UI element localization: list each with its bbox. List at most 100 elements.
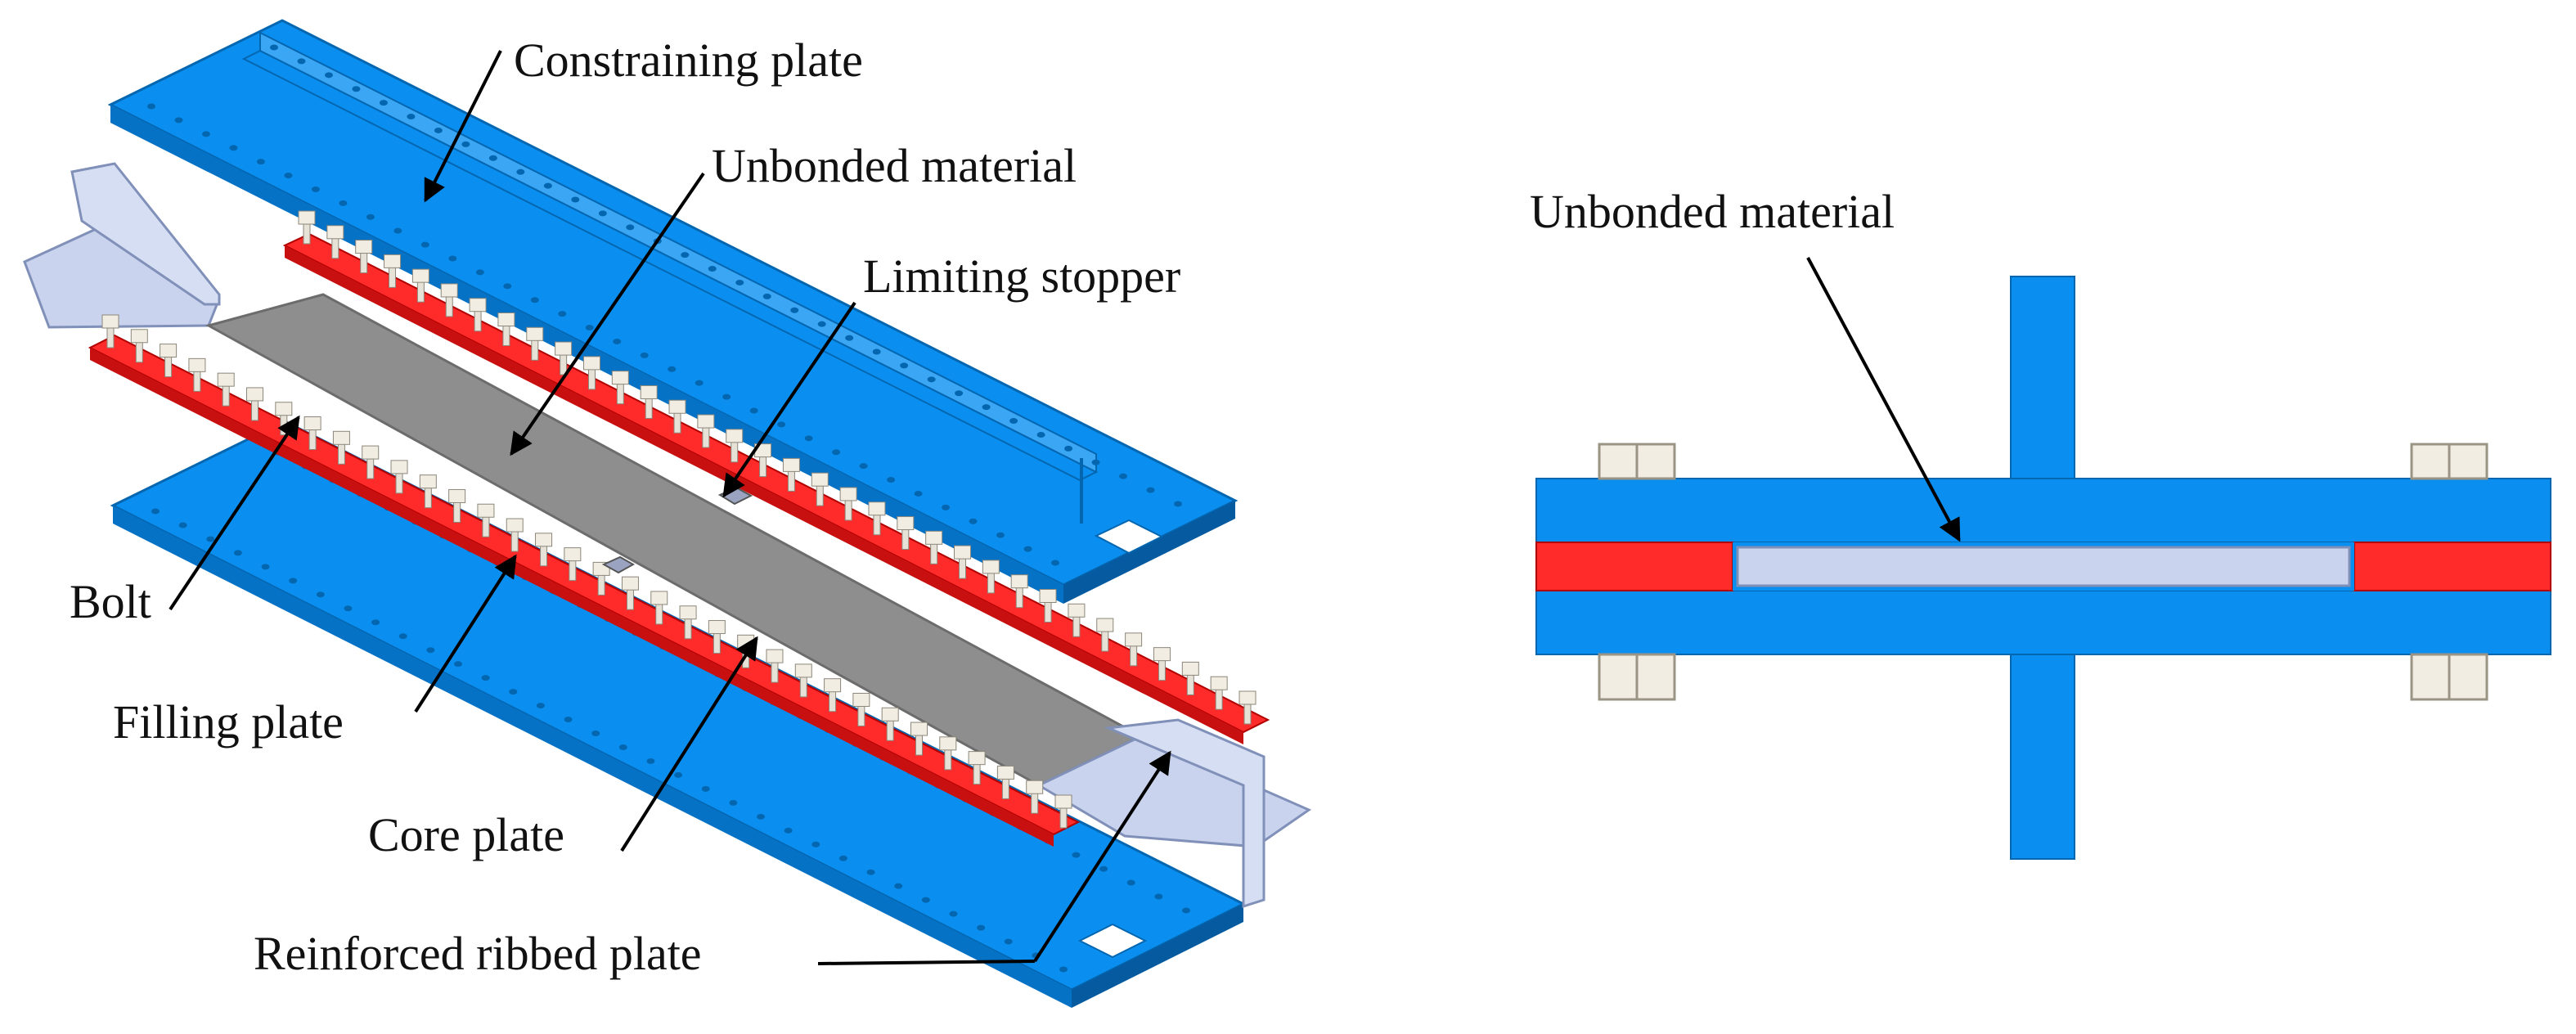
bolt-head	[611, 371, 629, 385]
bolt-shaft	[771, 660, 779, 683]
bolt-shaft	[453, 500, 461, 523]
bolt-hole	[407, 114, 416, 120]
constraining-plate-bottom-section	[1535, 590, 2551, 655]
bolt-hole	[426, 647, 435, 654]
bolt-shaft	[569, 559, 577, 582]
bolt-head	[448, 488, 466, 503]
bolt-head	[477, 503, 495, 518]
label-unbonded-material-right: Unbonded material	[1530, 185, 1895, 238]
bolt-hole	[757, 813, 765, 820]
bolt-hole	[1119, 473, 1128, 479]
bolt-shaft	[1186, 672, 1194, 695]
label-core-plate: Core plate	[368, 808, 564, 861]
bolt-shaft	[645, 396, 653, 419]
bolt-hole	[178, 522, 187, 528]
bolt-hole	[398, 633, 407, 640]
bolt-shaft	[531, 338, 539, 361]
bolt-hole	[454, 661, 462, 668]
bolt-hole	[613, 338, 622, 344]
bolt-hole	[722, 393, 731, 400]
bolt-shaft	[655, 602, 663, 625]
bolt-head	[968, 751, 986, 766]
bolt-hole	[270, 44, 278, 51]
bolt-hole	[866, 869, 875, 875]
bolt-head	[303, 416, 321, 431]
bolt-hole	[201, 131, 210, 137]
bolt-head	[419, 474, 437, 489]
bolt-shaft	[713, 632, 721, 654]
bolt-shaft	[944, 748, 952, 771]
bolt-head	[298, 210, 316, 225]
bolt-shaft	[445, 294, 453, 317]
bolt-head	[640, 384, 658, 399]
bolt-hole	[1182, 907, 1190, 914]
bolt-hole	[151, 508, 160, 515]
bolt-hole	[371, 619, 380, 626]
bolt-head	[555, 341, 573, 356]
reinforced-ribbed-plate-right	[1036, 735, 1312, 848]
bolt-head	[1054, 794, 1072, 809]
bolt-hole	[147, 103, 155, 110]
cross-section-view: Unbonded material	[1530, 185, 2551, 860]
bolt-shaft	[915, 733, 923, 756]
bolt-shaft	[873, 513, 881, 536]
bolt-head	[101, 314, 119, 329]
bolt-head	[868, 501, 886, 516]
bolt-hole	[832, 449, 841, 456]
bolt-shaft	[684, 617, 692, 640]
top-constraining-plate	[107, 19, 1239, 604]
bolt-head	[246, 387, 264, 402]
bolt-hole	[1146, 487, 1155, 493]
bolt-shaft	[930, 542, 938, 564]
bolt-head	[1239, 690, 1257, 705]
bolt-shaft	[331, 236, 339, 259]
filling-plate-right-section	[2353, 542, 2551, 591]
bolt-hole	[735, 279, 744, 285]
bolt-hole	[585, 325, 594, 331]
constraining-plate-top-section	[1535, 478, 2551, 543]
bolt-head	[766, 649, 784, 663]
bolt-hole	[977, 924, 986, 931]
bolt-hole	[543, 182, 552, 189]
bolt-hole	[811, 841, 820, 847]
bolt-head	[881, 707, 899, 722]
bolt-shaft	[193, 369, 201, 392]
bolt-head	[939, 736, 957, 751]
bolt-hole	[475, 269, 484, 276]
bolt-head	[852, 692, 870, 707]
bolt-hole	[509, 689, 518, 695]
bolt-hole	[571, 196, 580, 203]
bolt-hole	[233, 550, 242, 556]
bolt-head	[506, 518, 524, 533]
bolt-shaft	[959, 556, 967, 579]
bolt-shaft	[416, 280, 425, 303]
bolt-shaft	[901, 528, 910, 551]
filling-plate-front	[88, 314, 1081, 847]
bolt-shaft	[395, 471, 403, 494]
bolt-hole	[174, 117, 183, 124]
bolt-head	[897, 516, 915, 531]
bolt-hole	[558, 311, 567, 317]
bolt-head	[355, 240, 373, 254]
bolt-hole	[379, 100, 388, 106]
bolt-head	[362, 445, 380, 460]
bolt-shaft	[502, 324, 510, 347]
bolt-hole	[352, 86, 361, 92]
bolt-hole	[894, 883, 903, 889]
bolt-head	[1125, 632, 1143, 647]
bolt-head	[1153, 647, 1171, 662]
leader-unbonded-material-right	[1806, 257, 1961, 542]
bolt-hole	[681, 252, 690, 258]
bolt-hole	[668, 366, 677, 372]
label-filling-plate: Filling plate	[113, 695, 344, 749]
bolt-shaft	[731, 440, 739, 463]
bolt-head	[390, 460, 408, 474]
bolt-shaft	[616, 382, 624, 405]
bolt-hole	[289, 578, 298, 584]
bolt-hole	[762, 293, 771, 299]
bolt-head	[326, 225, 344, 240]
bolt-hole	[564, 717, 573, 723]
bolt-head	[1026, 780, 1044, 794]
bolt-head	[697, 414, 715, 429]
